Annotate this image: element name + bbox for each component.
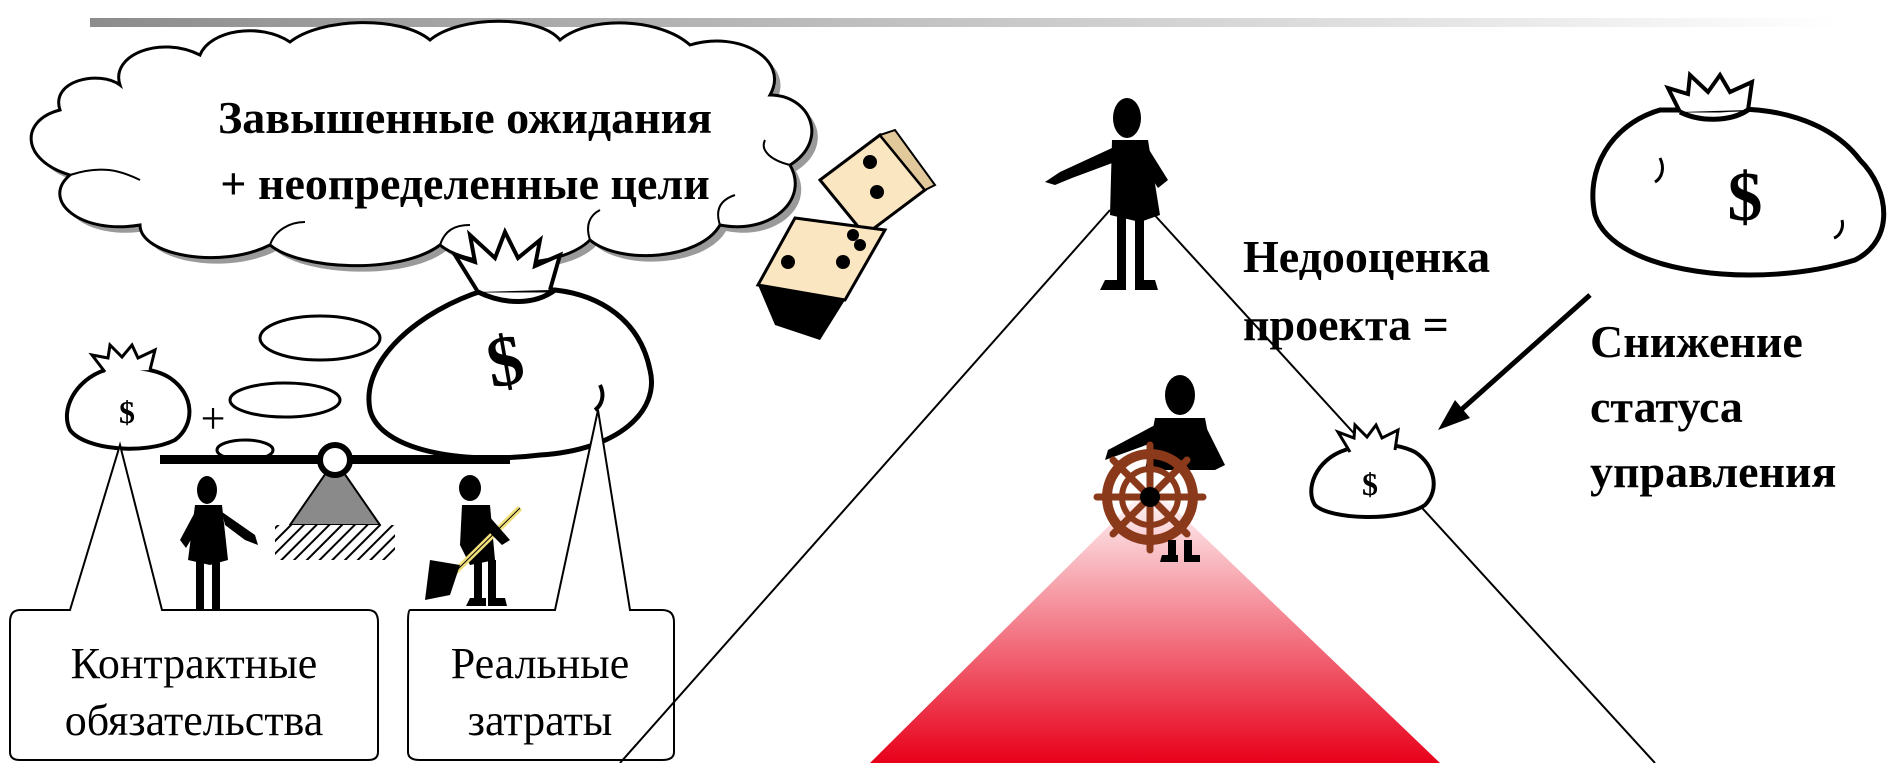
dollar-sign-large-right: $ [1728,159,1763,236]
callout-real-line2: затраты [468,696,613,745]
balance-scale [160,442,510,560]
callout-contract-line1: Контрактные [71,639,318,688]
status-line2: статуса [1590,381,1743,432]
thought-bubble-medium [228,381,342,419]
status-line1: Снижение [1590,316,1803,367]
dollar-sign-small-right: $ [1362,466,1378,502]
money-bag-small-right: $ [1309,421,1436,519]
figure-pointing-top [1045,98,1168,290]
money-bag-large: $ [366,227,654,461]
callout-contract-line2: обязательства [65,696,324,745]
status-line3: управления [1590,446,1836,497]
money-bag-small-left: $ [64,341,192,451]
figure-pointing-left [180,476,258,618]
underestimate-line2: проекта = [1243,299,1449,350]
cloud-text-line2: + неопределенные цели [220,158,710,209]
thought-cloud: Завышенные ожидания + неопределенные цел… [29,19,818,272]
arrow-status-down [1438,293,1592,430]
dice-icon [755,128,937,340]
callout-real: Реальные затраты [407,409,675,761]
callout-real-line1: Реальные [451,639,630,688]
figure-digging [425,475,523,606]
underestimate-line1: Недооценка [1243,231,1490,282]
dollar-sign-small-left: $ [119,394,135,430]
money-bag-large-right: $ [1590,70,1887,278]
cloud-text-line1: Завышенные ожидания [218,92,712,143]
red-pyramid [870,485,1440,763]
plus-sign: + [201,394,226,443]
thought-bubble-large [258,314,382,362]
callout-contract: Контрактные обязательства [9,441,379,761]
ship-wheel-icon [1093,441,1207,562]
header-bar [90,18,1840,27]
